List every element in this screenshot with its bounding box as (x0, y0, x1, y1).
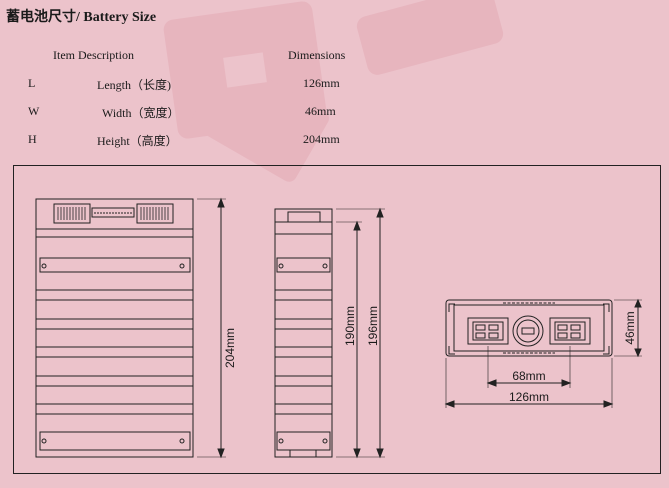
row-value-length: 126mm (303, 76, 340, 90)
row-value-height: 204mm (303, 132, 340, 146)
row-name-height: Height（高度） (97, 134, 178, 148)
table-header-item: Item Description (53, 48, 134, 62)
label-46mm: 46mm (623, 311, 637, 344)
front-view (35, 197, 226, 459)
row-name-width: Width（宽度） (102, 106, 180, 120)
row-name-length: Length（长度) (97, 78, 171, 92)
label-126mm: 126mm (509, 390, 549, 404)
side-view (274, 207, 385, 459)
row-code-width: W (28, 104, 40, 118)
top-view (444, 298, 642, 408)
label-190mm: 190mm (343, 306, 357, 346)
page-title: 蓄电池尺寸/ Battery Size (6, 10, 157, 25)
label-204mm: 204mm (223, 328, 237, 368)
row-value-width: 46mm (305, 104, 336, 118)
table-header-dimensions: Dimensions (288, 48, 346, 62)
label-68mm: 68mm (512, 369, 545, 383)
row-code-height: H (28, 132, 37, 146)
drawing-frame (13, 165, 661, 474)
label-196mm: 196mm (366, 306, 380, 346)
row-code-length: L (28, 76, 36, 90)
